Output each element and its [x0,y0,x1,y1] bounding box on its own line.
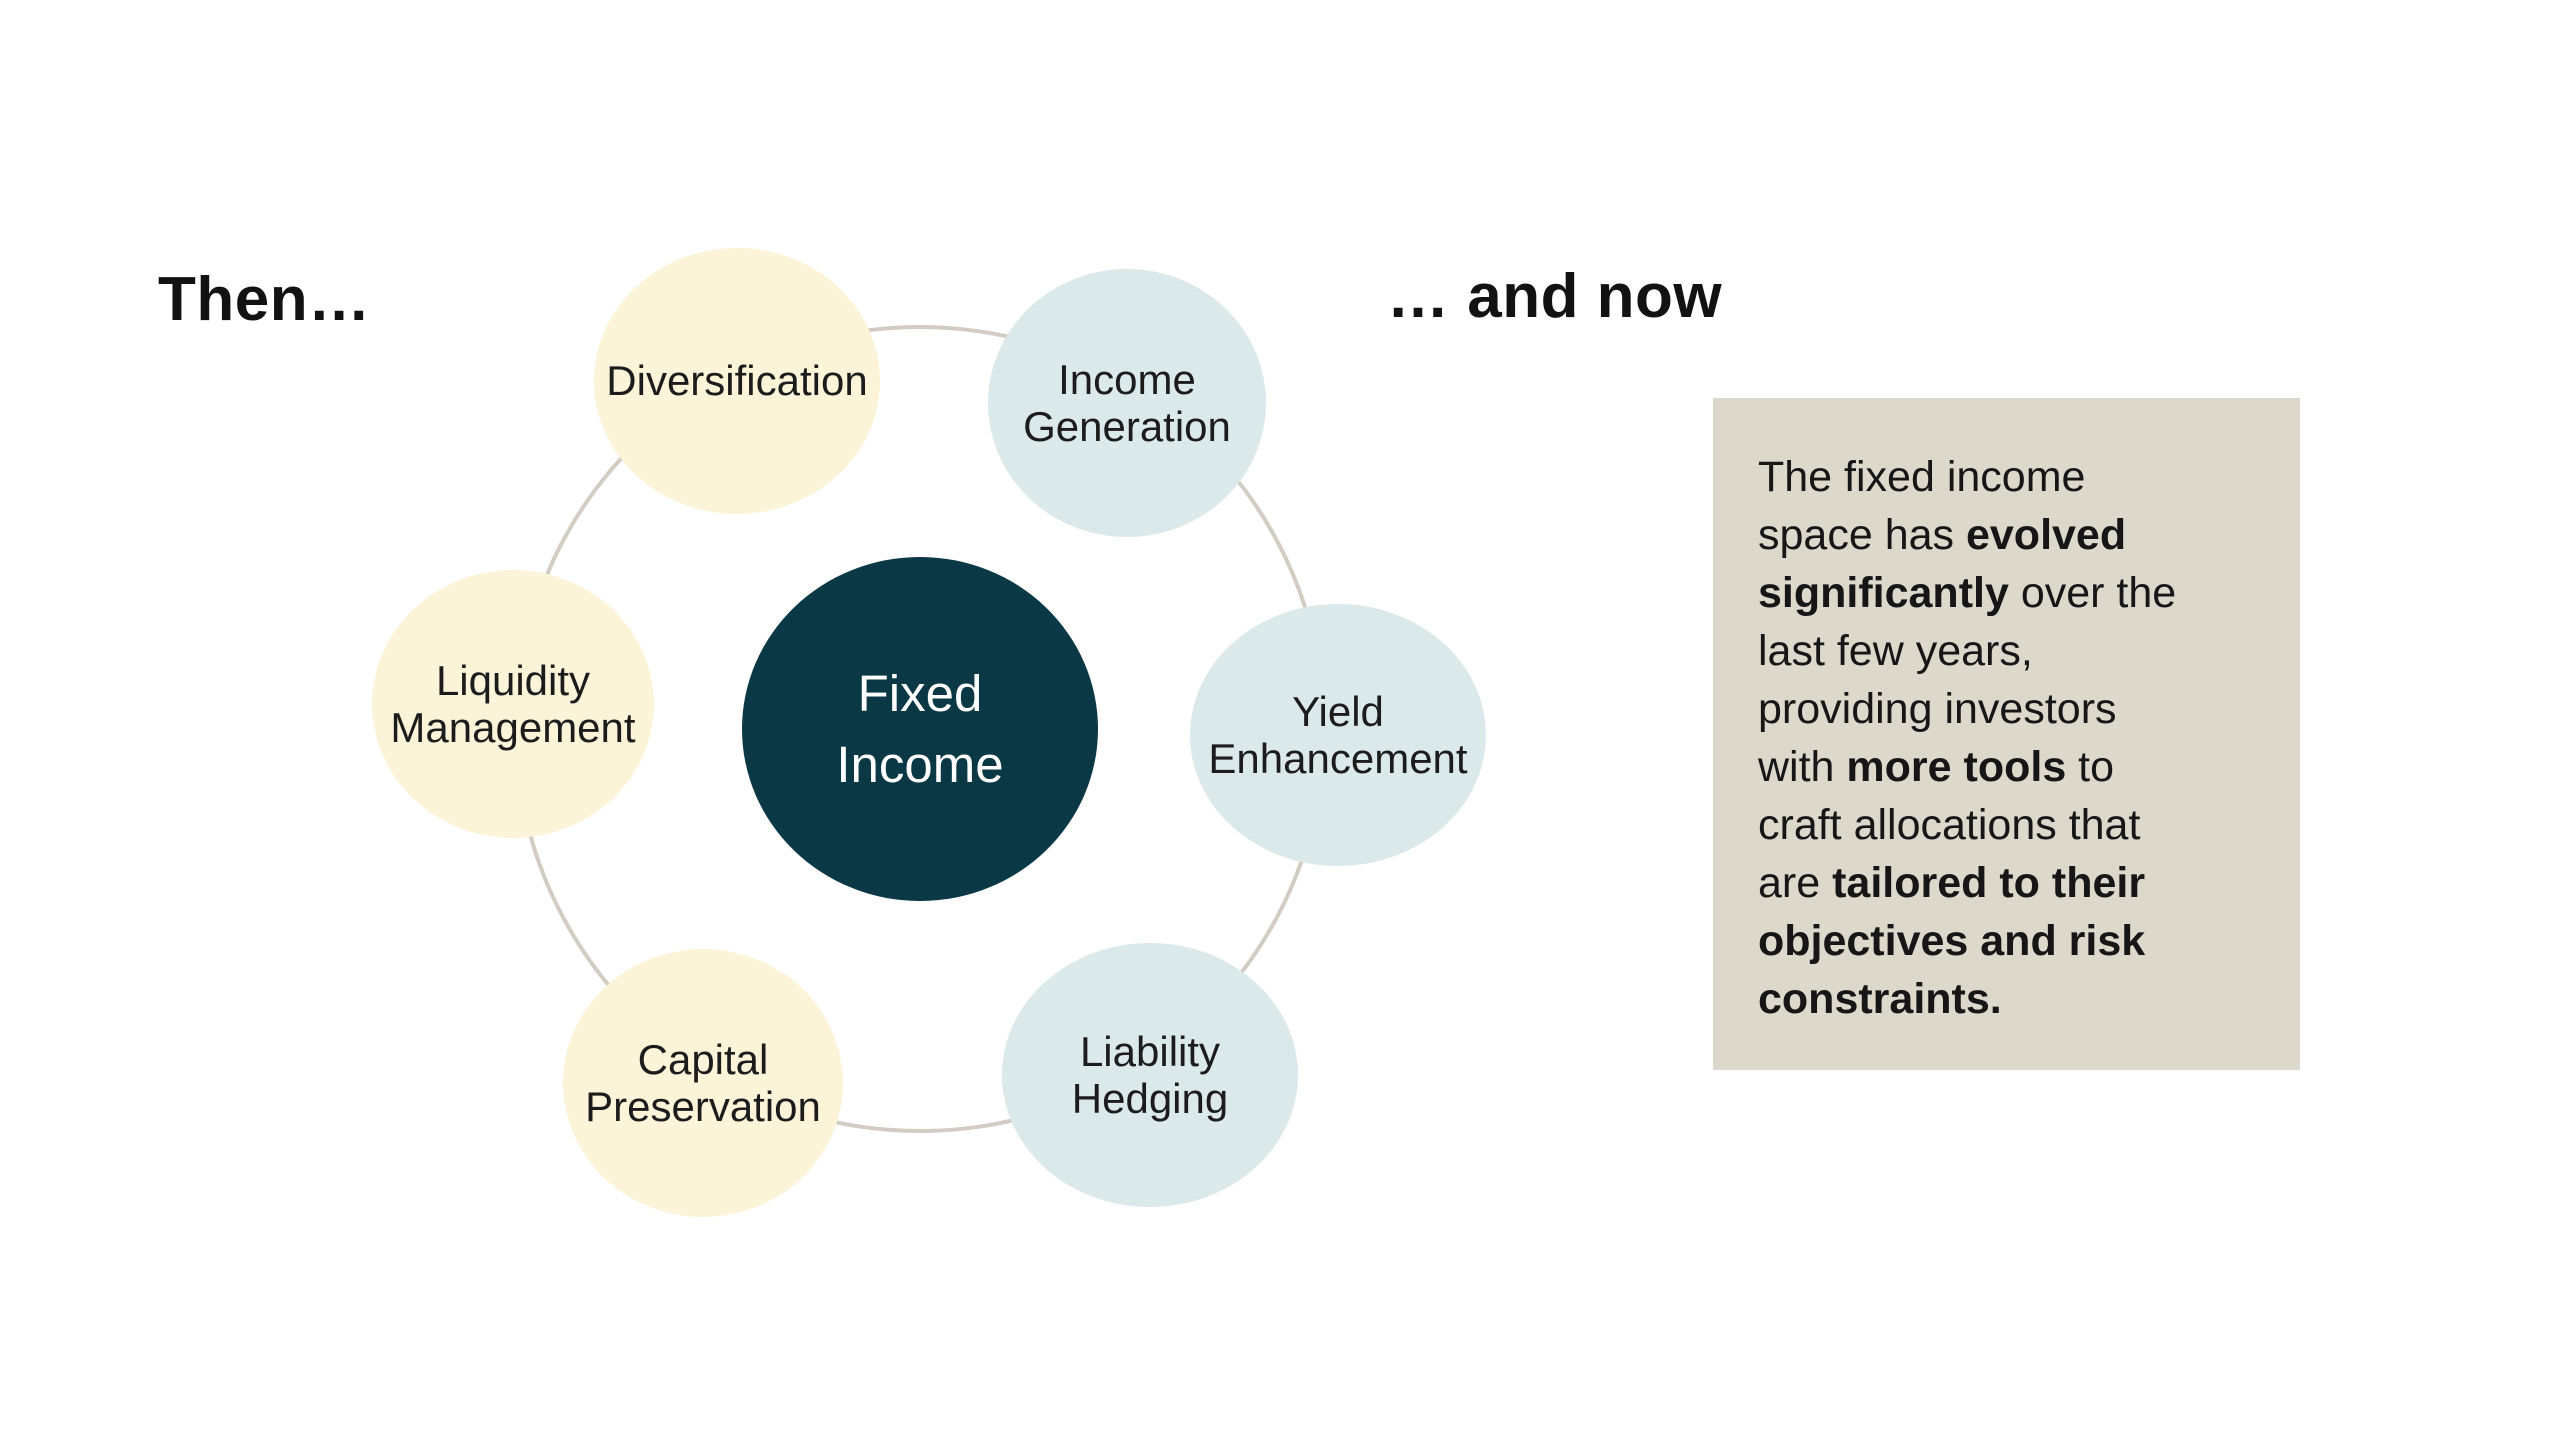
circle-fixed-income: Fixed Income [742,557,1098,901]
callout-segment: providing investors [1758,685,2117,733]
circle-liquidity-management: Liquidity Management [372,570,654,838]
callout-segment: over the [2008,569,2177,617]
circle-label-fixed-income: Fixed Income [836,664,1004,793]
callout-line: objectives and risk [1758,912,2260,970]
callout-bold-segment: evolved [1965,511,2127,559]
callout-line: providing investors [1758,680,2260,738]
callout-line: last few years, [1758,622,2260,680]
callout-bold-segment: tailored to their [1832,859,2146,907]
circle-label-diversification: Diversification [606,357,868,405]
callout-bold-segment: constraints. [1758,975,2002,1023]
callout-bold-segment: objectives and risk [1758,917,2146,965]
callout-line: The fixed income [1758,448,2260,506]
callout-line: craft allocations that [1758,796,2260,854]
callout-segment: The fixed income [1758,453,2086,501]
circle-income-generation: Income Generation [988,269,1266,537]
heading-and-now: … and now [1387,262,1723,331]
callout-line: constraints. [1758,970,2260,1028]
circle-label-yield-enhancement: Yield Enhancement [1208,687,1468,782]
circle-label-capital-preservation: Capital Preservation [585,1035,821,1130]
circle-label-liability-hedging: Liability Hedging [1071,1027,1229,1122]
callout-segment: space has [1758,511,1966,559]
callout-line: are tailored to their [1758,854,2260,912]
callout-segment: with [1758,743,1847,791]
callout-segment: craft allocations that [1758,801,2141,849]
callout-line: space has evolved [1758,506,2260,564]
callout-segment: last few years, [1758,627,2033,675]
callout-line: with more tools to [1758,738,2260,796]
heading-then: Then… [158,265,371,334]
circle-yield-enhancement: Yield Enhancement [1190,604,1486,866]
callout-bold-segment: more tools [1846,743,2067,791]
circle-label-liquidity-management: Liquidity Management [390,656,636,751]
callout-segment: are [1758,859,1833,907]
circle-capital-preservation: Capital Preservation [563,949,843,1217]
callout-bold-segment: significantly [1758,569,2009,617]
callout-line: significantly over the [1758,564,2260,622]
circle-label-income-generation: Income Generation [1023,355,1231,450]
circle-diversification: Diversification [594,248,880,514]
circle-liability-hedging: Liability Hedging [1002,943,1298,1207]
callout-segment: to [2066,743,2115,791]
